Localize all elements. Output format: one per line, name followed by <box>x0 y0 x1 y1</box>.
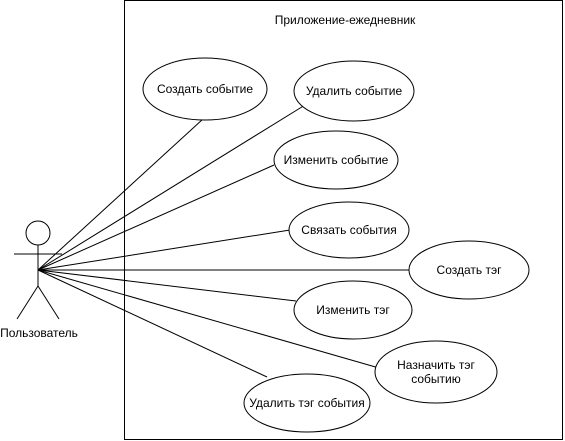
use-case-label: Удалить тэг события <box>249 396 364 410</box>
use-case-label: Создать тэг <box>437 263 503 277</box>
association-uc1 <box>37 118 204 271</box>
association-uc7 <box>37 269 380 369</box>
association-uc8 <box>37 269 268 378</box>
use-case-uc6: Изменить тэг <box>293 280 413 340</box>
use-case-uc5: Создать тэг <box>408 240 530 300</box>
use-case-label: событию <box>411 372 461 386</box>
use-case-ellipse <box>288 201 410 259</box>
actor-right-leg <box>37 285 60 320</box>
use-case-ellipse <box>293 280 413 340</box>
use-case-uc3: Изменить событие <box>273 130 399 190</box>
use-case-ellipse <box>273 130 399 190</box>
use-case-ellipse <box>293 60 415 122</box>
actor-user: Пользователь <box>0 220 78 340</box>
actor-head <box>25 220 51 246</box>
association-uc2 <box>37 104 306 271</box>
use-case-label: Изменить событие <box>284 153 389 167</box>
actor-label: Пользователь <box>0 326 78 340</box>
use-case-label: Связать события <box>301 223 396 237</box>
associations <box>37 104 409 378</box>
use-case-ellipse <box>142 57 268 121</box>
use-case-label: Назначить тэг <box>397 358 475 372</box>
use-case-ellipse <box>408 240 530 300</box>
use-case-uc8: Удалить тэг события <box>243 373 371 433</box>
association-uc6 <box>37 269 297 302</box>
use-case-ellipse <box>374 340 498 404</box>
association-uc3 <box>37 164 275 271</box>
use-case-uc4: Связать события <box>288 201 410 259</box>
use-case-label: Изменить тэг <box>316 303 390 317</box>
use-case-label: Удалить событие <box>306 84 403 98</box>
association-uc4 <box>37 229 291 271</box>
use-case-ellipse <box>243 373 371 433</box>
use-case-uc1: Создать событие <box>142 57 268 121</box>
actor-left-leg <box>16 285 39 320</box>
use-case-uc2: Удалить событие <box>293 60 415 122</box>
use-case-label: Создать событие <box>157 82 253 96</box>
system-title: Приложение-ежедневник <box>275 13 416 27</box>
